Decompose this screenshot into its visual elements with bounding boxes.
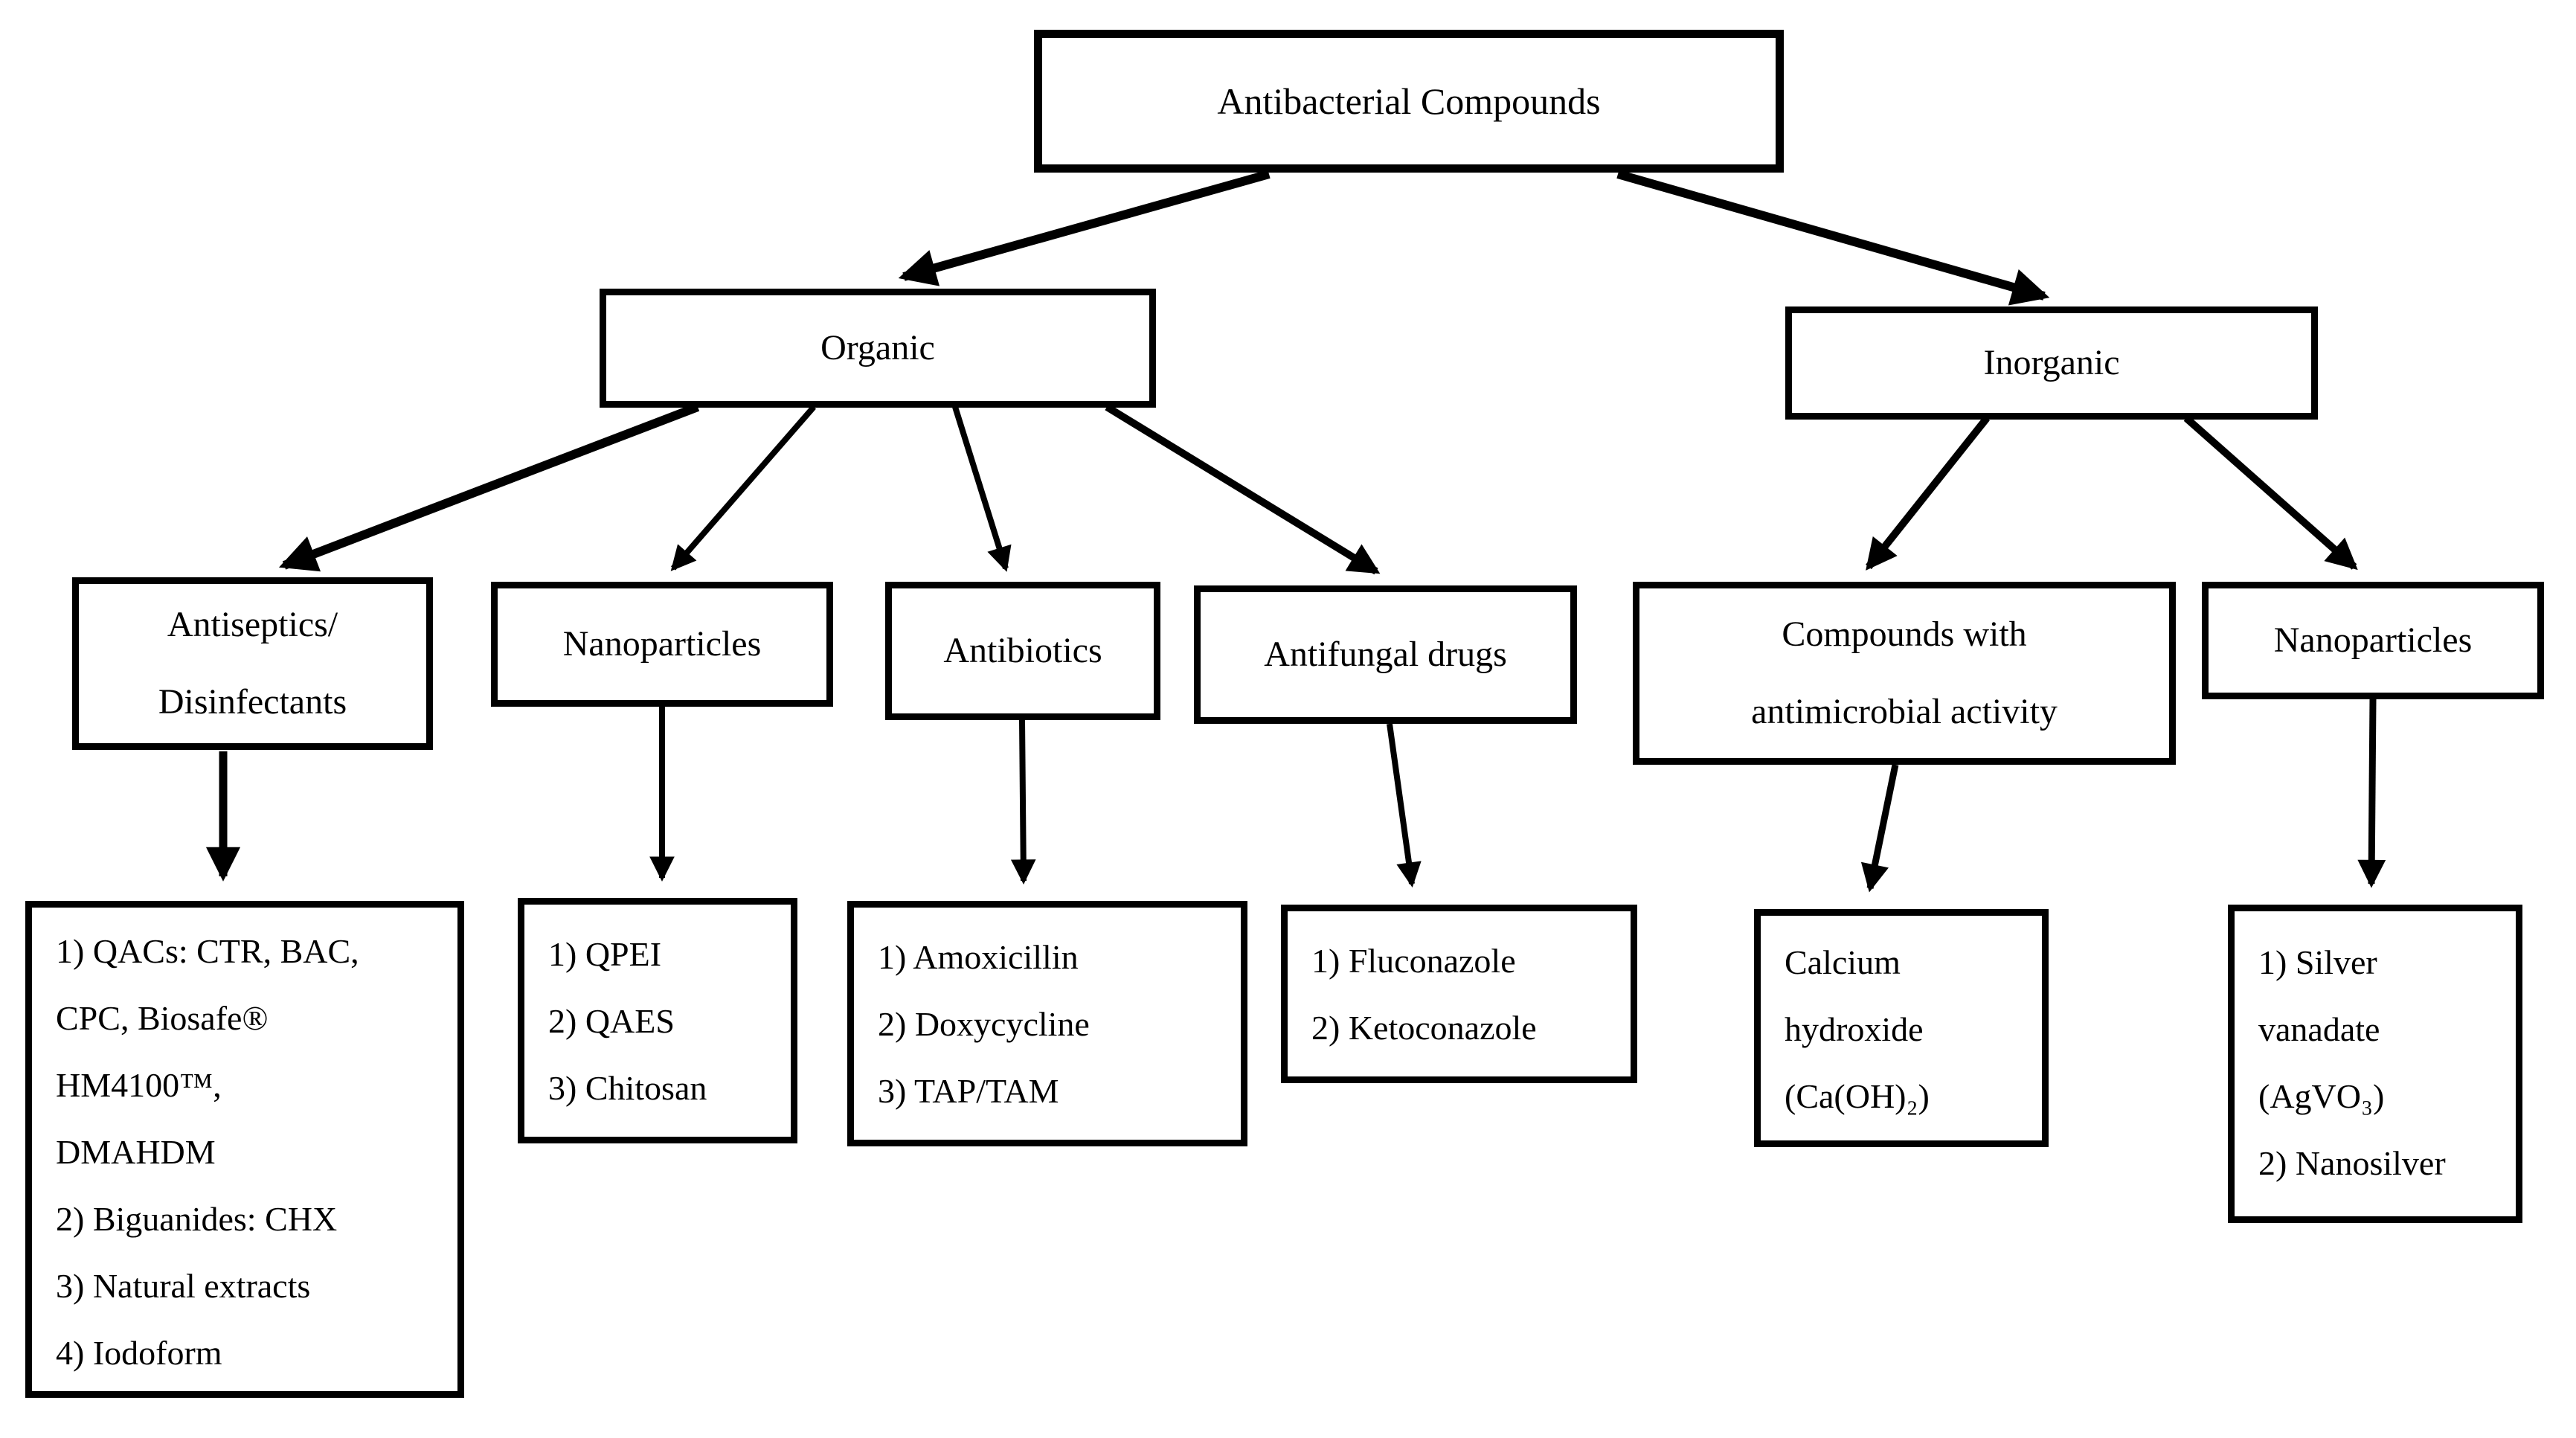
node-organic-label: Organic bbox=[820, 328, 935, 367]
node-inorganic-label: Inorganic bbox=[1983, 343, 2120, 382]
node-antibiotics-label: Antibiotics bbox=[943, 631, 1102, 670]
node-antifungal-drugs-label: Antifungal drugs bbox=[1264, 635, 1507, 674]
arrow-inorganic-to-nanoparticles bbox=[2183, 415, 2358, 571]
arrow-antibiotics-to-list bbox=[1010, 719, 1036, 885]
list-line: 2) QAES bbox=[548, 1002, 675, 1040]
list-line: 4) Iodoform bbox=[56, 1334, 222, 1372]
list-line: 1) QPEI bbox=[548, 935, 662, 973]
list-line: hydroxide bbox=[1785, 1010, 1924, 1048]
list-nanoparticles-organic-items: 1) QPEI 2) QAES 3) Chitosan bbox=[518, 898, 797, 1143]
list-line: 2) Nanosilver bbox=[2258, 1144, 2446, 1182]
node-antibiotics: Antibiotics bbox=[885, 582, 1160, 720]
node-antiseptics-disinfectants: Antiseptics/ Disinfectants bbox=[72, 577, 433, 750]
list-antiseptics-items: 1) QACs: CTR, BAC, CPC, Biosafe® HM4100™… bbox=[25, 901, 464, 1398]
node-nanoparticles-organic-label: Nanoparticles bbox=[562, 624, 762, 664]
node-compounds-line1: Compounds with bbox=[1782, 614, 2027, 654]
list-silver-items: 1) Silver vanadate (AgVO₃) 2) Nanosilver bbox=[2228, 905, 2522, 1223]
list-antifungal-items: 1) Fluconazole 2) Ketoconazole bbox=[1281, 905, 1637, 1083]
list-line: 2) Doxycycline bbox=[878, 1005, 1090, 1043]
list-line: 3) Chitosan bbox=[548, 1069, 707, 1107]
node-antiseptics-line2: Disinfectants bbox=[158, 682, 347, 722]
node-antifungal-drugs: Antifungal drugs bbox=[1194, 585, 1577, 724]
node-antiseptics-line1: Antiseptics/ bbox=[167, 605, 338, 644]
arrow-root-to-organic bbox=[898, 170, 1271, 286]
arrow-organic-to-nanoparticles bbox=[670, 405, 817, 571]
list-line: 2) Ketoconazole bbox=[1311, 1009, 1537, 1047]
arrow-antifungal-to-list bbox=[1387, 723, 1422, 887]
node-antibacterial-compounds-label: Antibacterial Compounds bbox=[1217, 80, 1601, 122]
list-line: (Ca(OH)₂) bbox=[1785, 1077, 1930, 1115]
list-line: 2) Biguanides: CHX bbox=[56, 1200, 338, 1238]
node-inorganic: Inorganic bbox=[1785, 306, 2318, 420]
list-line: 1) Fluconazole bbox=[1311, 942, 1516, 980]
list-line: (AgVO₃) bbox=[2258, 1077, 2385, 1115]
arrow-organic-to-antiseptics bbox=[278, 402, 700, 572]
list-line: 1) Silver bbox=[2258, 943, 2377, 981]
list-line: 1) Amoxicillin bbox=[878, 938, 1079, 976]
list-line: 1) QACs: CTR, BAC, bbox=[56, 932, 359, 970]
node-nanoparticles-organic: Nanoparticles bbox=[491, 582, 833, 707]
list-calcium-hydroxide: Calcium hydroxide (Ca(OH)₂) bbox=[1754, 909, 2049, 1147]
arrow-root-to-inorganic bbox=[1616, 170, 2050, 306]
node-compounds-antimicrobial: Compounds with antimicrobial activity bbox=[1633, 582, 2176, 765]
node-nanoparticles-inorganic: Nanoparticles bbox=[2202, 582, 2544, 699]
list-line: 3) Natural extracts bbox=[56, 1267, 311, 1305]
list-line: 3) TAP/TAM bbox=[878, 1072, 1059, 1110]
list-line: CPC, Biosafe® bbox=[56, 999, 269, 1037]
node-nanoparticles-inorganic-label: Nanoparticles bbox=[2273, 620, 2473, 660]
list-line: Calcium bbox=[1785, 943, 1901, 981]
arrow-compounds-to-calcium bbox=[1860, 764, 1899, 893]
arrow-organic-to-antibiotics bbox=[952, 405, 1012, 572]
list-line: vanadate bbox=[2258, 1010, 2380, 1048]
node-organic: Organic bbox=[600, 289, 1156, 408]
list-antibiotics-items: 1) Amoxicillin 2) Doxycycline 3) TAP/TAM bbox=[847, 901, 1247, 1146]
arrow-inorganic-to-compounds bbox=[1866, 415, 1990, 571]
list-line: HM4100™, bbox=[56, 1066, 222, 1104]
node-compounds-line2: antimicrobial activity bbox=[1751, 692, 2058, 731]
node-antibacterial-compounds: Antibacterial Compounds bbox=[1034, 30, 1784, 173]
arrow-nanoparticles-to-silver bbox=[2357, 699, 2386, 888]
list-line: DMAHDM bbox=[56, 1133, 216, 1171]
arrow-organic-to-antifungal bbox=[1105, 403, 1381, 575]
